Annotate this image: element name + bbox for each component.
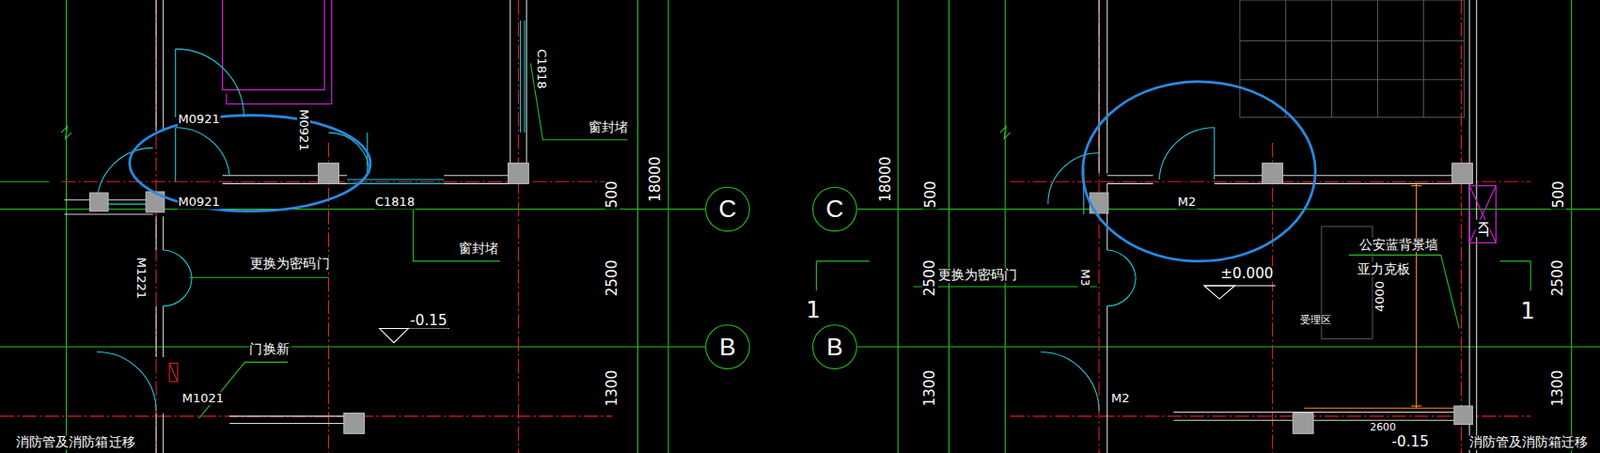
note: 消防管及消防箱迁移: [15, 436, 137, 452]
dimension: 500: [1550, 179, 1567, 209]
door-tag: M0921: [296, 108, 310, 153]
axis-bubble: C: [705, 187, 751, 233]
door-tag: M2: [1110, 391, 1131, 405]
window-tag: C1818: [374, 195, 416, 209]
level-mark: -0.15: [1391, 434, 1431, 451]
section-number: 1: [804, 298, 821, 323]
dimension: 1300: [922, 368, 939, 408]
note: 消防管及消防箱迁移: [1467, 436, 1589, 452]
axis-bubble: C: [812, 187, 858, 233]
section-number: 1: [1519, 298, 1536, 324]
dimension: 1300: [1550, 368, 1567, 408]
level-mark: -0.15: [408, 313, 449, 330]
dimension: 2500: [1550, 258, 1567, 298]
dimension: 18000: [646, 155, 663, 204]
door-tag: M1021: [181, 391, 226, 405]
note: 更换为密码门: [249, 257, 331, 273]
axis-bubble: B: [812, 324, 858, 370]
dimension: 2600: [1368, 421, 1397, 433]
axis-letter: B: [826, 332, 843, 361]
area-name: 受理区: [1299, 313, 1333, 326]
dimension: 18000: [878, 155, 895, 204]
window-tag: C1818: [533, 47, 548, 90]
door-tag: M0921: [176, 195, 221, 209]
dimension: 500: [922, 179, 939, 209]
dimension: 500: [604, 179, 621, 209]
note: 更换为密码门: [936, 267, 1019, 283]
door-tag: M0921: [176, 112, 221, 126]
dimension: 1300: [604, 368, 621, 408]
door-tag: M3: [1077, 267, 1090, 287]
dimension: 2500: [604, 258, 621, 298]
axis-letter: C: [826, 194, 845, 223]
equipment-tag: KT: [1474, 219, 1491, 238]
note: 窗封堵: [457, 241, 501, 257]
note: 公安蓝背景墙: [1358, 237, 1441, 253]
note: 亚力克板: [1356, 262, 1412, 278]
level-mark: ±0.000: [1219, 266, 1274, 283]
door-tag: M1221: [133, 255, 147, 300]
axis-letter: C: [719, 194, 738, 223]
note: 门换新: [248, 342, 291, 358]
axis-bubble: B: [705, 324, 751, 370]
axis-letter: B: [719, 332, 736, 361]
door-tag: M2: [1176, 195, 1198, 209]
dimension: 4000: [1372, 279, 1386, 313]
note: 窗封堵: [587, 120, 630, 136]
